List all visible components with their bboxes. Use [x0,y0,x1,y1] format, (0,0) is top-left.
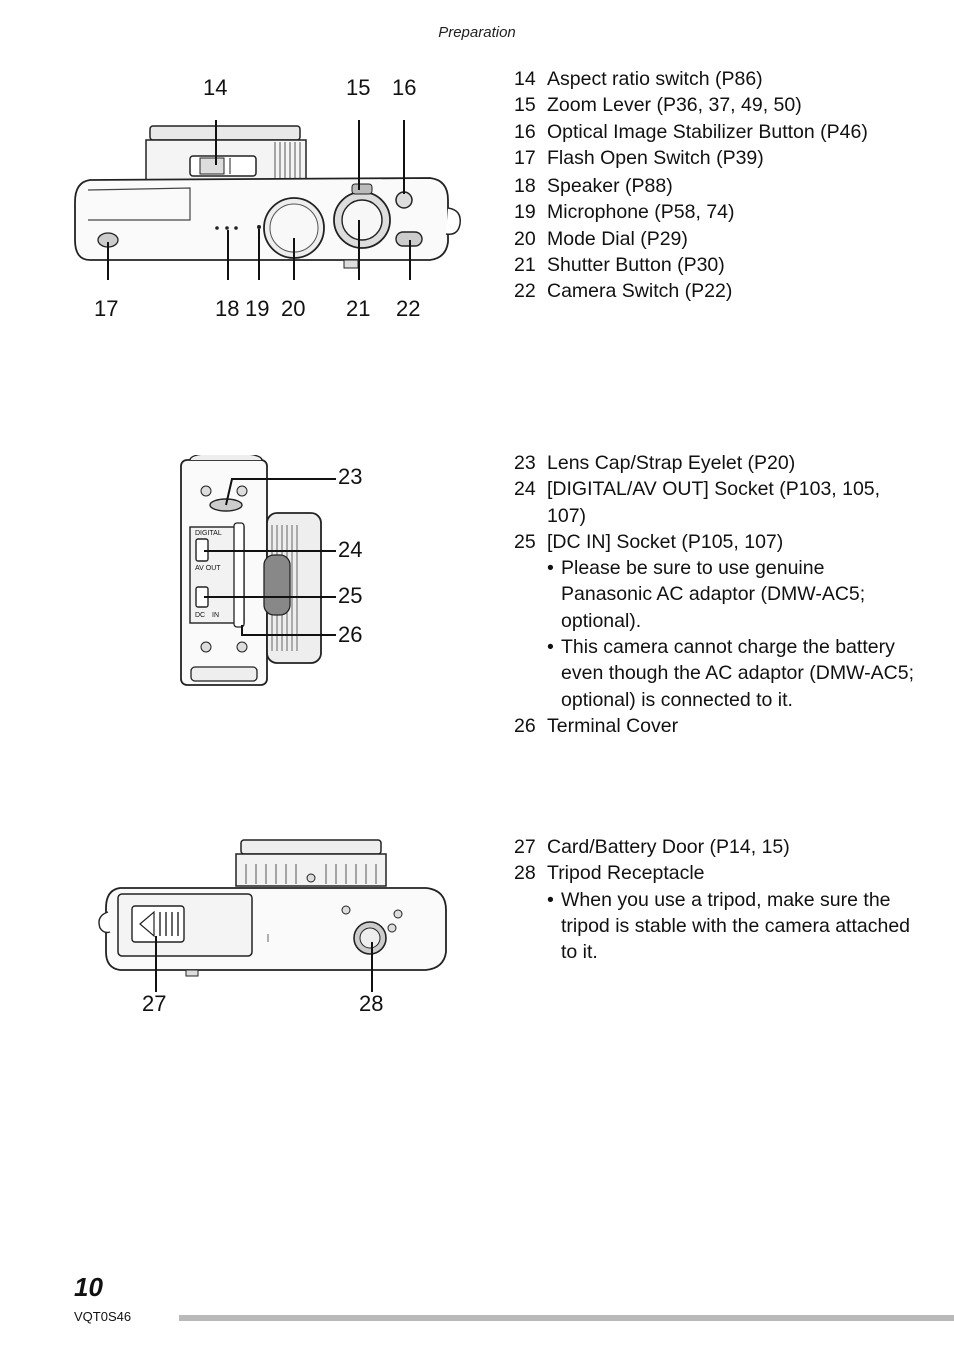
camera-side-illustration: DIGITAL AV OUT DC IN [180,455,336,686]
callout-16: 16 [392,75,417,100]
section-header: Preparation [438,24,516,41]
camera-top-illustration [74,120,461,280]
camera-bottom-view-figure [96,836,456,996]
footer-divider [179,1315,954,1321]
callout-23: 23 [338,464,363,489]
callout-15: 15 [346,75,371,100]
camera-side-view-figure: DIGITAL AV OUT DC IN [176,455,366,690]
note-bullet: •When you use a tripod, make sure the tr… [547,888,911,964]
callout-27: 27 [142,991,167,1016]
port-label-av-out: AV OUT [195,565,221,572]
note-bullet: •This camera cannot charge the battery e… [547,636,914,711]
callout-18: 18 [215,296,240,321]
model-code: VQT0S46 [74,1309,132,1324]
list-item: 25[DC IN] Socket (P105, 107) [514,530,784,553]
port-label-dc: DC [195,612,205,619]
list-item: 24[DIGITAL/AV OUT] Socket (P103, 105, 10… [514,478,881,527]
note-bullet: •Please be sure to use genuine Panasonic… [547,557,866,632]
page-number: 10 [74,1272,103,1302]
camera-bottom-illustration [98,839,447,992]
callout-24: 24 [338,537,363,562]
port-label-in: IN [212,612,219,619]
callout-14: 14 [203,75,228,100]
port-label-digital: DIGITAL [195,530,222,537]
callout-20: 20 [281,296,306,321]
callout-26: 26 [338,622,363,647]
callout-28: 28 [359,991,384,1016]
callout-19: 19 [245,296,270,321]
camera-top-view-figure [70,120,470,280]
callout-21: 21 [346,296,371,321]
callout-25: 25 [338,583,363,608]
callout-17: 17 [94,296,119,321]
callout-22: 22 [396,296,421,321]
